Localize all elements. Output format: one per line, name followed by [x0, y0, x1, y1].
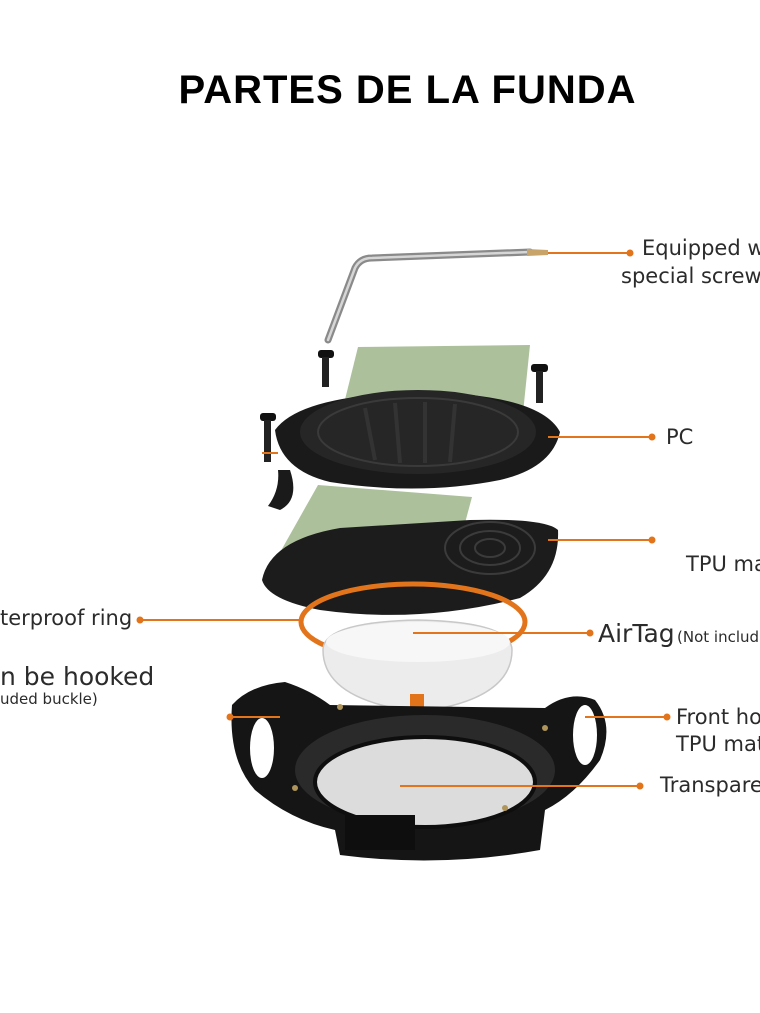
leader-lines — [136, 249, 671, 790]
label-front-holder-line1: Front ho — [676, 705, 760, 729]
label-screwdriver-line1: Equipped w — [642, 236, 760, 260]
label-screwdriver-line2: special screwd — [621, 264, 760, 288]
label-pc: PC — [666, 425, 694, 449]
label-hooked-line1: n be hooked — [0, 662, 155, 691]
screwdriver — [324, 248, 548, 344]
pc-top-plate — [268, 390, 560, 510]
label-hooked-line2: uded buckle) — [0, 690, 98, 708]
label-waterproof-ring: terproof ring — [0, 606, 133, 630]
label-tpu-mat: TPU ma — [686, 552, 760, 576]
label-airtag-note: (Not includ — [677, 628, 760, 646]
page-title: PARTES DE LA FUNDA — [178, 68, 637, 112]
label-transparent: Transpare — [660, 773, 760, 797]
label-airtag: AirTag — [598, 619, 675, 648]
label-front-holder-line2: TPU mat — [676, 732, 760, 756]
front-holder — [231, 682, 607, 861]
